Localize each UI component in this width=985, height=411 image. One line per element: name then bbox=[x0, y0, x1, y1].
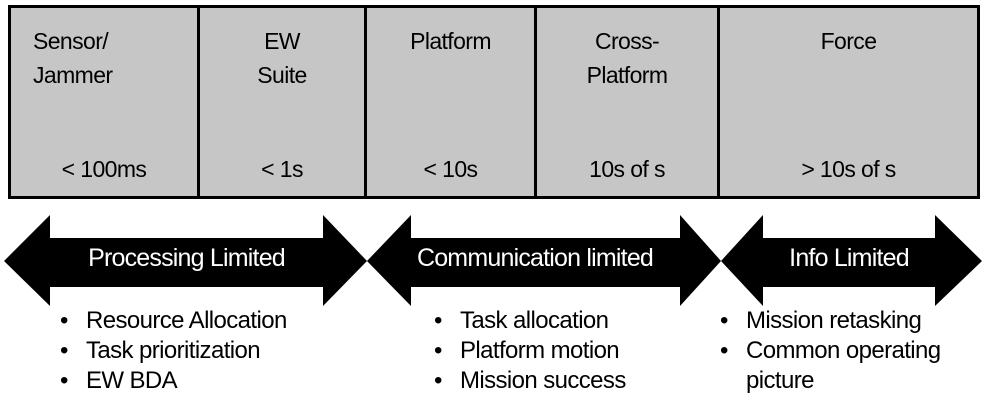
arrow-processing bbox=[4, 215, 367, 306]
list-item-continuation: picture bbox=[746, 367, 814, 394]
column-title: Platform bbox=[410, 28, 491, 54]
communication-bullets: Task allocation Platform motion Mission … bbox=[432, 306, 626, 396]
arrow-communication bbox=[367, 215, 721, 306]
column-time: < 1s bbox=[261, 156, 303, 182]
info-bullets: Mission retasking Common operating pictu… bbox=[718, 306, 941, 396]
arrow-label-communication: Communication limited bbox=[416, 244, 654, 272]
column-title: EW Suite bbox=[257, 28, 307, 88]
arrow-label-processing: Processing Limited bbox=[88, 244, 286, 272]
list-item: Mission success bbox=[432, 366, 626, 396]
column-cross-platform: Cross- Platform 10s of s bbox=[537, 8, 720, 196]
column-platform: Platform < 10s bbox=[367, 8, 537, 196]
list-item: EW BDA bbox=[58, 366, 287, 396]
column-time: < 10s bbox=[423, 156, 479, 182]
timescale-boxes: Sensor/ Jammer < 100ms EW Suite < 1s Pla… bbox=[8, 5, 980, 199]
column-time: < 100ms bbox=[61, 156, 147, 182]
list-item: Resource Allocation bbox=[58, 306, 287, 336]
list-item: Task prioritization bbox=[58, 336, 287, 366]
list-item: Platform motion bbox=[432, 336, 626, 366]
list-item: Mission retasking bbox=[718, 306, 941, 336]
processing-bullets: Resource Allocation Task prioritization … bbox=[58, 306, 287, 396]
column-sensor-jammer: Sensor/ Jammer < 100ms bbox=[11, 8, 200, 196]
column-force: Force > 10s of s bbox=[720, 8, 977, 196]
column-ew-suite: EW Suite < 1s bbox=[200, 8, 367, 196]
column-time: 10s of s bbox=[589, 156, 665, 182]
column-title: Sensor/ Jammer bbox=[33, 28, 113, 88]
list-item: Common operating bbox=[718, 336, 941, 366]
arrow-info bbox=[721, 215, 982, 306]
arrow-label-info: Info Limited bbox=[789, 244, 909, 272]
column-title: Force bbox=[820, 28, 877, 54]
column-title: Cross- Platform bbox=[586, 28, 668, 88]
column-time: > 10s of s bbox=[801, 156, 896, 182]
list-item: Task allocation bbox=[432, 306, 626, 336]
